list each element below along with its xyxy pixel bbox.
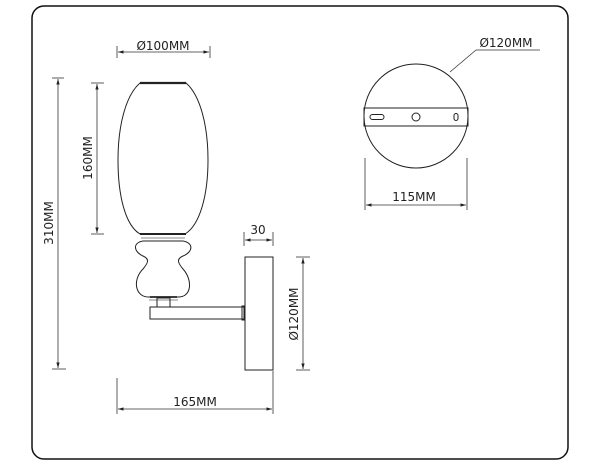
plate-diameter-side-label: Ø120MM — [287, 287, 301, 340]
side-view: Ø100MM 310MM 160MM 30 Ø120MM 165MM — [42, 39, 310, 414]
center-hole — [411, 112, 421, 122]
lamp-holder — [135, 240, 192, 298]
plate-diameter-front-label: Ø120MM — [479, 36, 532, 50]
projection-label: 165MM — [173, 395, 217, 409]
shade-height-label: 160MM — [81, 136, 95, 180]
slot-hole — [369, 114, 385, 120]
connector — [156, 297, 171, 308]
bar-width-label: 115MM — [392, 190, 436, 204]
plate-depth-label: 30 — [250, 223, 265, 237]
total-height-label: 310MM — [42, 201, 56, 245]
wall-plate-circle — [363, 63, 469, 169]
mounting-bar — [363, 107, 469, 127]
drawing-frame — [31, 5, 569, 460]
plate-view: Ø120MM 115MM — [363, 36, 540, 210]
shade-diameter-label: Ø100MM — [136, 39, 189, 53]
lamp-shade — [117, 82, 209, 235]
screw-hole — [453, 113, 459, 121]
arm — [149, 306, 245, 320]
wall-plate — [244, 256, 274, 371]
